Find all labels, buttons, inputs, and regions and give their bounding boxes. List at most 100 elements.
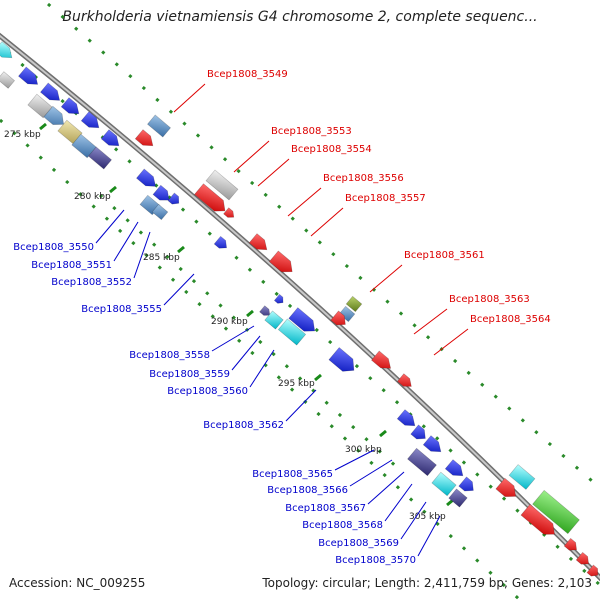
label-leader-line	[334, 449, 375, 471]
tick-label: 280 kbp	[74, 192, 111, 202]
label-leader-line	[285, 389, 317, 422]
tick-mark	[446, 498, 454, 507]
indigo-gene[interactable]	[448, 488, 468, 508]
blue-gene[interactable]	[273, 293, 285, 305]
red-gene[interactable]	[397, 373, 414, 391]
reverse-gene-label[interactable]: Bcep1808_3549	[207, 69, 288, 80]
forward-gene-label[interactable]: Bcep1808_3567	[285, 503, 366, 514]
forward-gene-label[interactable]: Bcep1808_3570	[335, 555, 416, 566]
cyan-gene[interactable]	[264, 310, 284, 330]
cyan-gene[interactable]	[277, 318, 307, 346]
forward-gene-label[interactable]: Bcep1808_3562	[203, 420, 284, 431]
reverse-gene-label[interactable]: Bcep1808_3556	[323, 173, 404, 184]
gray-gene[interactable]	[205, 169, 239, 201]
red-gene[interactable]	[563, 537, 580, 553]
label-leader-line	[133, 231, 151, 279]
label-leader-line	[233, 140, 270, 173]
topology-summary: Topology: circular; Length: 2,411,759 bp…	[262, 576, 592, 590]
blue-gene[interactable]	[100, 129, 123, 151]
red-gene[interactable]	[134, 129, 157, 151]
blue-gene[interactable]	[396, 409, 419, 431]
steel-gene[interactable]	[147, 114, 171, 138]
blue-gene[interactable]	[444, 459, 467, 481]
blue-gene[interactable]	[152, 184, 173, 204]
red-gene[interactable]	[586, 564, 600, 579]
label-leader-line	[113, 221, 139, 262]
red-gene[interactable]	[495, 477, 520, 502]
tick-label: 305 kbp	[409, 512, 446, 522]
red-gene[interactable]	[575, 551, 592, 567]
cyan-gene[interactable]	[431, 471, 457, 497]
blue-gene[interactable]	[422, 435, 445, 457]
label-leader-line	[413, 308, 448, 335]
blue-gene[interactable]	[167, 192, 182, 207]
blue-gene[interactable]	[80, 111, 103, 133]
label-leader-line	[173, 83, 206, 113]
tick-mark	[379, 429, 387, 438]
label-leader-line	[287, 187, 322, 217]
gene-labels: Bcep1808_3549Bcep1808_3553Bcep1808_3554B…	[13, 69, 551, 566]
reverse-gene-label[interactable]: Bcep1808_3554	[291, 144, 372, 155]
forward-gene-label[interactable]: Bcep1808_3569	[318, 538, 399, 549]
blue-gene[interactable]	[60, 97, 83, 119]
indigo-gene[interactable]	[259, 305, 273, 319]
steel-gene[interactable]	[43, 105, 68, 130]
blue-gene[interactable]	[40, 82, 63, 105]
forward-gene-label[interactable]: Bcep1808_3551	[31, 260, 112, 271]
label-leader-line	[433, 328, 469, 356]
label-leader-line	[369, 264, 403, 293]
label-leader-line	[257, 158, 290, 187]
dotted-track-line	[47, 2, 600, 490]
forward-gene-label[interactable]: Bcep1808_3558	[129, 350, 210, 361]
reverse-gene-label[interactable]: Bcep1808_3563	[449, 294, 530, 305]
gray-gene[interactable]	[0, 71, 15, 89]
reverse-gene-label[interactable]: Bcep1808_3561	[404, 250, 485, 261]
red-gene[interactable]	[194, 183, 229, 217]
blue-gene[interactable]	[410, 424, 429, 443]
red-gene[interactable]	[223, 207, 237, 221]
blue-gene[interactable]	[288, 307, 319, 337]
tick-label: 275 kbp	[4, 130, 41, 140]
reverse-gene-label[interactable]: Bcep1808_3553	[271, 126, 352, 137]
tick-mark	[109, 185, 117, 194]
forward-gene-label[interactable]: Bcep1808_3559	[149, 369, 230, 380]
indigo-gene[interactable]	[407, 447, 437, 477]
blue-gene[interactable]	[213, 235, 230, 251]
tick-mark	[177, 245, 185, 254]
red-gene[interactable]	[248, 233, 271, 255]
green-gene[interactable]	[532, 489, 580, 535]
forward-gene-label[interactable]: Bcep1808_3550	[13, 242, 94, 253]
red-gene[interactable]	[520, 504, 559, 539]
forward-gene-label[interactable]: Bcep1808_3560	[167, 386, 248, 397]
steel-gene[interactable]	[151, 203, 169, 221]
label-leader-line	[211, 325, 255, 352]
forward-gene-label[interactable]: Bcep1808_3552	[51, 277, 132, 288]
map-title: Burkholderia vietnamiensis G4 chromosome…	[62, 9, 538, 25]
chromosome-backbone	[0, 32, 600, 582]
tick-label: 295 kbp	[278, 379, 315, 389]
red-gene[interactable]	[268, 250, 296, 277]
forward-gene-label[interactable]: Bcep1808_3565	[252, 469, 333, 480]
label-leader-line	[384, 483, 413, 522]
tick-mark	[39, 122, 47, 131]
indigo-gene[interactable]	[88, 146, 112, 170]
reverse-gene-label[interactable]: Bcep1808_3557	[345, 193, 426, 204]
forward-gene-label[interactable]: Bcep1808_3555	[81, 304, 162, 315]
label-leader-line	[310, 207, 344, 237]
forward-gene-label[interactable]: Bcep1808_3568	[302, 520, 383, 531]
gene-features	[0, 41, 600, 579]
blue-gene[interactable]	[328, 347, 359, 377]
blue-gene[interactable]	[136, 168, 159, 191]
label-leader-line	[400, 501, 427, 540]
reverse-gene-label[interactable]: Bcep1808_3564	[470, 314, 551, 325]
olive-gene[interactable]	[345, 295, 363, 313]
red-gene[interactable]	[330, 310, 349, 329]
red-gene[interactable]	[371, 350, 394, 373]
label-leader-line	[231, 335, 261, 371]
cyan-gene[interactable]	[0, 41, 16, 63]
cyan-gene[interactable]	[508, 464, 536, 490]
blue-gene[interactable]	[18, 66, 41, 89]
blue-gene[interactable]	[458, 476, 477, 495]
forward-gene-label[interactable]: Bcep1808_3566	[267, 485, 348, 496]
